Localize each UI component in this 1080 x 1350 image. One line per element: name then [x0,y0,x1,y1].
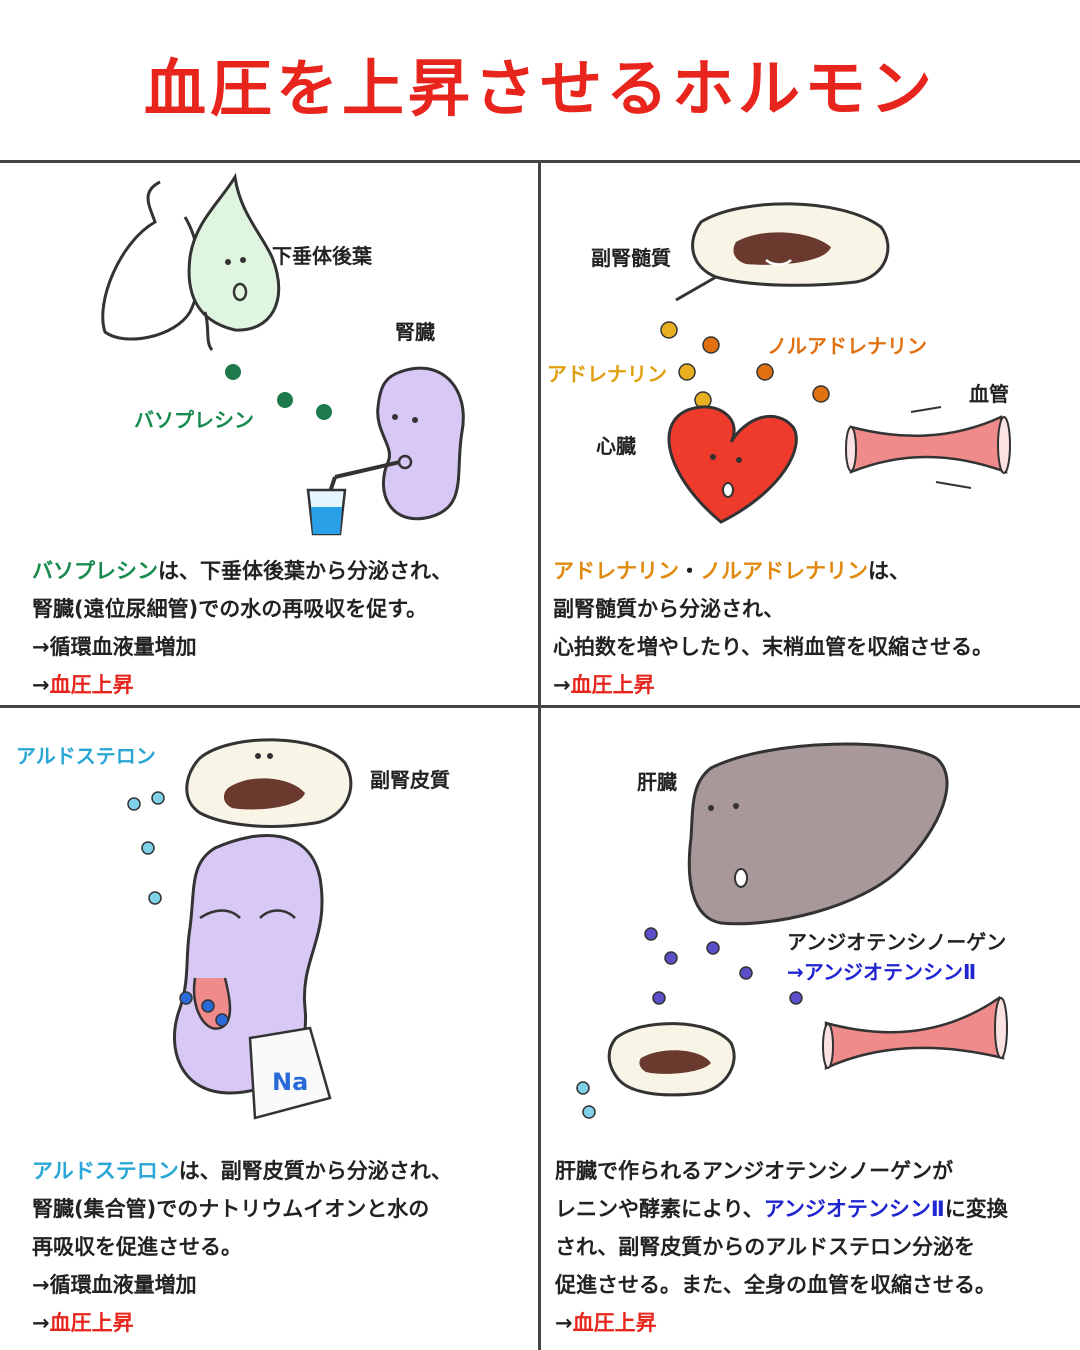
desc-line-2: 副腎髄質から分泌され、 [553,597,785,621]
description-aldosterone: アルドステロンは、副腎皮質から分泌され、 腎臓(集合管)でのナトリウムイオンと水… [32,1152,452,1342]
page-title: 血圧を上昇させるホルモン [143,52,936,125]
na-bag-label: Na [272,1068,309,1096]
desc-arrow: → [555,1311,573,1335]
desc-result-text: 血圧上昇 [572,1311,657,1335]
label-adrenal-cortex: 副腎皮質 [370,768,450,792]
desc-result: →血圧上昇 [32,666,452,704]
label-vasopressin: バソプレシン [134,408,254,432]
label-blood-vessel: 血管 [969,382,1009,406]
desc-hormone: アルドステロン [32,1159,179,1183]
desc-hormone: アンジオテンシンⅡ [763,1197,945,1221]
label-liver: 肝臓 [637,770,677,794]
label-adrenaline: アドレナリン [547,362,667,386]
panel-aldosterone: Na アルドステロン 副腎皮質 アルドステロンは、副腎皮質から分泌され、 腎臓(… [0,708,538,1350]
desc-line-1-rest: は、副腎皮質から分泌され、 [178,1159,453,1183]
desc-line-2-pre: レニンや酵素により、 [555,1197,764,1221]
description-vasopressin: バソプレシンは、下垂体後葉から分泌され、 腎臓(遠位尿細管)での水の再吸収を促す… [32,552,452,704]
desc-hormone-2: ノルアドレナリン [700,559,868,583]
desc-line-4: 促進させる。また、全身の血管を収縮させる。 [555,1273,996,1297]
desc-result-text: 血圧上昇 [49,673,134,697]
desc-line-3: 再吸収を促進させる。 [32,1235,242,1259]
adrenal-cortex-illustration [127,738,353,905]
label-noradrenaline: ノルアドレナリン [767,334,927,358]
desc-hormone-1: アドレナリン [553,559,679,583]
label-angiotensin-2: →アンジオテンシンⅡ [787,960,977,984]
desc-line-3: 心拍数を増やしたり、末梢血管を収縮させる。 [553,635,994,659]
adrenal-small-illustration [607,1022,736,1097]
kidney-sleepy-illustration [172,834,332,1120]
desc-line-2: レニンや酵素により、アンジオテンシンⅡに変換 [555,1190,1008,1228]
desc-line-3: →循環血液量増加 [32,635,197,659]
label-pituitary-posterior: 下垂体後葉 [272,244,372,268]
adrenal-medulla-illustration [660,202,890,409]
description-angiotensin: 肝臓で作られるアンジオテンシノーゲンが レニンや酵素により、アンジオテンシンⅡに… [555,1152,1008,1342]
desc-line-1: 肝臓で作られるアンジオテンシノーゲンが [555,1159,954,1183]
desc-line-2-post: に変換 [944,1197,1008,1221]
panel-angiotensin: 肝臓 アンジオテンシノーゲン →アンジオテンシンⅡ 肝臓で作られるアンジオテンシ… [541,708,1080,1350]
label-aldosterone: アルドステロン [16,744,156,768]
desc-hormone: バソプレシン [32,559,158,583]
desc-line-3: され、副腎皮質からのアルドステロン分泌を [555,1235,975,1259]
kidney-illustration [306,366,465,536]
vertical-divider-top [538,162,541,707]
desc-line-1-rest: は、下垂体後葉から分泌され、 [158,559,453,583]
desc-arrow: → [553,673,571,697]
desc-result: →血圧上昇 [32,1304,452,1342]
label-heart: 心臓 [596,434,636,458]
desc-result: →血圧上昇 [553,666,993,704]
heart-illustration [667,405,798,524]
desc-line-1: アドレナリン・ノルアドレナリンは、 [553,552,993,590]
desc-arrow: → [32,673,50,697]
desc-line-2: 腎臓(集合管)でのナトリウムイオンと水の [32,1197,430,1221]
desc-result: →血圧上昇 [555,1304,1008,1342]
desc-line-4: →循環血液量増加 [32,1273,197,1297]
desc-result-text: 血圧上昇 [49,1311,134,1335]
vessel-illustration [822,995,1008,1070]
desc-line-1: アルドステロンは、副腎皮質から分泌され、 [32,1152,452,1190]
liver-illustration [576,742,949,1119]
desc-result-text: 血圧上昇 [570,673,655,697]
label-adrenal-medulla: 副腎髄質 [591,246,671,270]
title-divider [0,160,1080,163]
vessel-illustration [845,406,1011,489]
vertical-divider-bottom [538,707,541,1350]
desc-line-2: 腎臓(遠位尿細管)での水の再吸収を促す。 [32,597,428,621]
panel-vasopressin: 下垂体後葉 腎臓 バソプレシン バソプレシンは、下垂体後葉から分泌され、 腎臓(… [0,162,538,705]
desc-line-1-rest: は、 [868,559,910,583]
panel-adrenaline: 副腎髄質 アドレナリン ノルアドレナリン 心臓 血管 アドレナリン・ノルアドレナ… [541,162,1080,705]
label-angiotensinogen: アンジオテンシノーゲン [787,930,1007,954]
label-kidney: 腎臓 [395,320,435,344]
desc-arrow: → [32,1311,50,1335]
description-adrenaline: アドレナリン・ノルアドレナリンは、 副腎髄質から分泌され、 心拍数を増やしたり、… [553,552,993,704]
desc-separator: ・ [679,559,700,583]
desc-line-1: バソプレシンは、下垂体後葉から分泌され、 [32,552,452,590]
pituitary-illustration [101,172,332,420]
